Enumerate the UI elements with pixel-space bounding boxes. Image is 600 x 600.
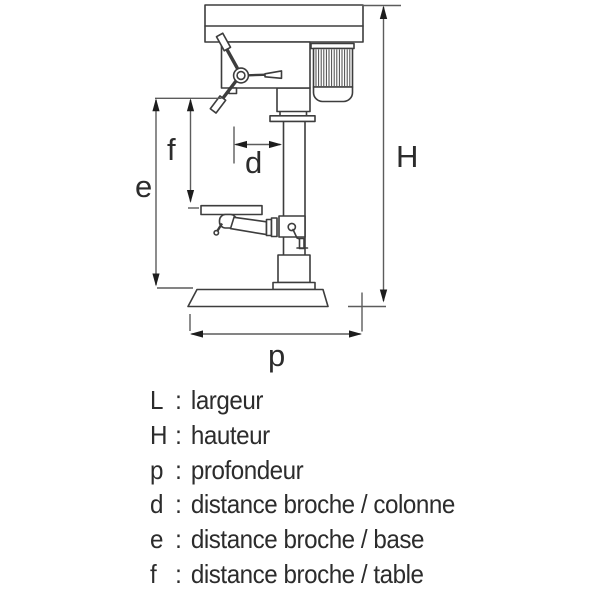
legend-separator: : (175, 385, 182, 415)
handwheel-hub-center (236, 70, 246, 81)
spindle-base-label: e (135, 169, 152, 204)
spindle-base-arrow-up (152, 98, 160, 112)
legend-label: largeur (190, 385, 263, 415)
legend: L : largeur H : hauteur p : profondeur d… (150, 385, 455, 594)
spindle-base-arrow-down (152, 273, 160, 287)
belt-cover (204, 4, 364, 43)
spindle-table-arrow-up (186, 98, 195, 112)
legend-separator: : (175, 558, 182, 589)
spindle-column-arrow-right (269, 140, 282, 149)
spindle-table-arrow-down (186, 190, 195, 203)
dimension-spindle-base: e (135, 97, 222, 289)
legend-separator: : (175, 524, 182, 555)
handwheel-grip-upper (215, 32, 232, 52)
height-arrow-up (379, 5, 388, 19)
head-cover (204, 4, 364, 43)
spindle-collar (269, 115, 316, 123)
motor-end-cap (312, 86, 354, 103)
legend-separator: : (175, 489, 182, 520)
handwheel (209, 32, 283, 114)
legend-separator: : (175, 454, 182, 485)
legend-label: hauteur (190, 419, 270, 450)
table-assembly (200, 204, 309, 250)
legend-row-hauteur: H : hauteur (150, 420, 455, 455)
base-plate (187, 288, 329, 308)
column-support-block (277, 254, 311, 284)
motor (310, 42, 355, 103)
dimension-height: H (348, 4, 418, 308)
legend-key: e (150, 524, 163, 555)
legend-row-distance-broche-colonne: d : distance broche / colonne (150, 489, 455, 524)
arm-ring-outer (270, 217, 278, 238)
legend-separator: : (175, 419, 182, 450)
legend-label: distance broche / table (190, 558, 424, 589)
spindle-column-arrow-left (234, 140, 247, 149)
legend-row-largeur: L : largeur (150, 385, 455, 420)
height-label: H (396, 139, 418, 174)
handwheel-grip-lower (209, 95, 227, 114)
support-flange (272, 281, 316, 291)
legend-row-profondeur: p : profondeur (150, 455, 455, 490)
head-body (220, 41, 311, 95)
spindle-quill (269, 87, 316, 123)
handwheel-spoke-right (247, 73, 268, 77)
motor-body (312, 47, 354, 88)
legend-key: f (150, 558, 157, 589)
legend-label: distance broche / colonne (190, 489, 455, 520)
dimension-spindle-table: f (167, 98, 199, 209)
work-table (200, 204, 263, 216)
quill-housing (276, 87, 311, 113)
height-arrow-down (379, 289, 388, 303)
spindle-table-label: f (167, 132, 176, 167)
base-assembly (187, 254, 329, 308)
legend-label: profondeur (190, 454, 304, 485)
dimension-spindle-column: d (233, 126, 282, 180)
legend-row-distance-broche-base: e : distance broche / base (150, 524, 455, 559)
legend-key: d (150, 489, 163, 520)
depth-arrow-left (190, 330, 203, 338)
table-lock-knob (213, 229, 220, 236)
crank-grip (298, 237, 305, 250)
legend-row-distance-broche-table: f : distance broche / table (150, 559, 455, 594)
spindle-column-label: d (245, 145, 262, 180)
legend-key: p (150, 454, 163, 485)
depth-label: p (268, 338, 285, 373)
legend-key: L (150, 385, 163, 415)
table-lock-lever (215, 222, 224, 233)
legend-key: H (150, 419, 168, 450)
handwheel-grip-right (264, 70, 283, 80)
drill-press-diagram: H p e f (135, 4, 418, 373)
table-arm (229, 216, 268, 236)
legend-label: distance broche / base (190, 524, 425, 555)
clamp-pivot (287, 222, 297, 232)
dimension-depth: p (189, 292, 363, 373)
depth-arrow-right (349, 330, 362, 338)
motor-fins (315, 49, 351, 86)
